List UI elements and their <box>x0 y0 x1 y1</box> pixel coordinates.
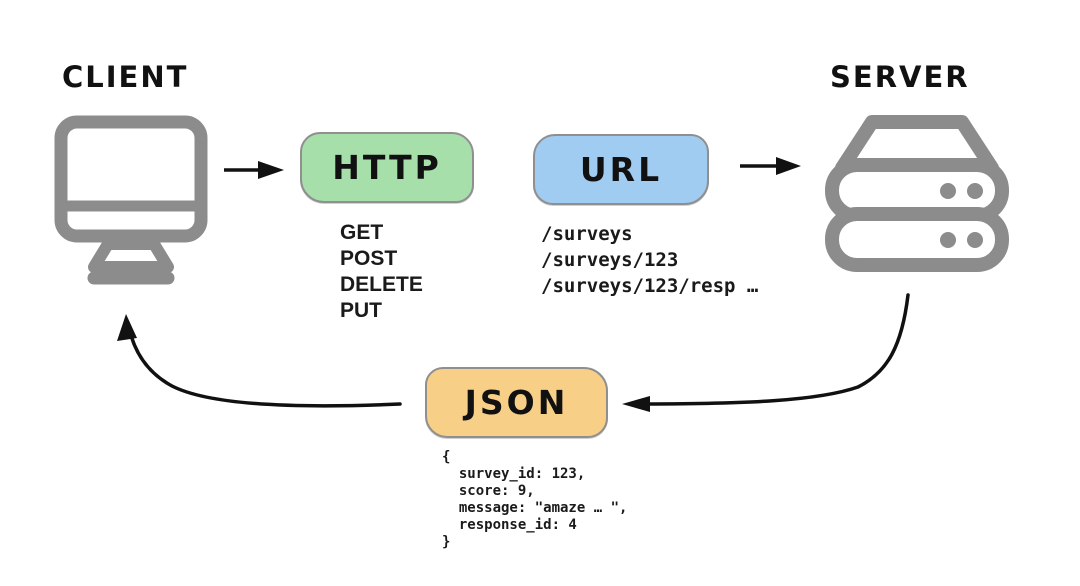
json-payload-line: score: 9, <box>442 483 535 499</box>
json-payload-line: { <box>442 449 451 465</box>
url-path-surveys-123: /surveys/123 <box>541 249 679 271</box>
http-methods-list: GET POST DELETE PUT <box>340 220 423 324</box>
url-box: URL <box>533 134 709 205</box>
json-payload-line: } <box>442 534 451 550</box>
server-icon <box>822 112 1012 282</box>
arrow-json-to-client <box>117 314 402 408</box>
arrow-client-to-http <box>224 161 284 179</box>
url-paths-list: /surveys /surveys/123 /surveys/123/resp … <box>541 221 758 299</box>
json-box-label: JSON <box>464 383 569 422</box>
url-path-surveys: /surveys <box>541 223 633 245</box>
url-path-surveys-123-resp: /surveys/123/resp … <box>541 275 759 297</box>
http-box-label: HTTP <box>332 148 442 187</box>
client-label: CLIENT <box>62 60 189 94</box>
json-box: JSON <box>425 367 608 438</box>
server-label: SERVER <box>830 60 970 94</box>
json-payload: { survey_id: 123, score: 9, message: "am… <box>442 449 627 551</box>
json-payload-line: survey_id: 123, <box>442 466 586 482</box>
http-method-delete: DELETE <box>340 273 423 296</box>
http-method-put: PUT <box>340 299 382 322</box>
http-box: HTTP <box>300 132 474 203</box>
url-box-label: URL <box>579 150 663 189</box>
json-payload-line: message: "amaze … ", <box>442 500 628 516</box>
http-method-post: POST <box>340 247 398 270</box>
http-method-get: GET <box>340 221 384 244</box>
json-payload-line: response_id: 4 <box>442 517 577 533</box>
arrow-url-to-server <box>740 157 801 175</box>
arrow-server-to-json <box>622 293 910 412</box>
client-computer-icon <box>52 114 210 286</box>
